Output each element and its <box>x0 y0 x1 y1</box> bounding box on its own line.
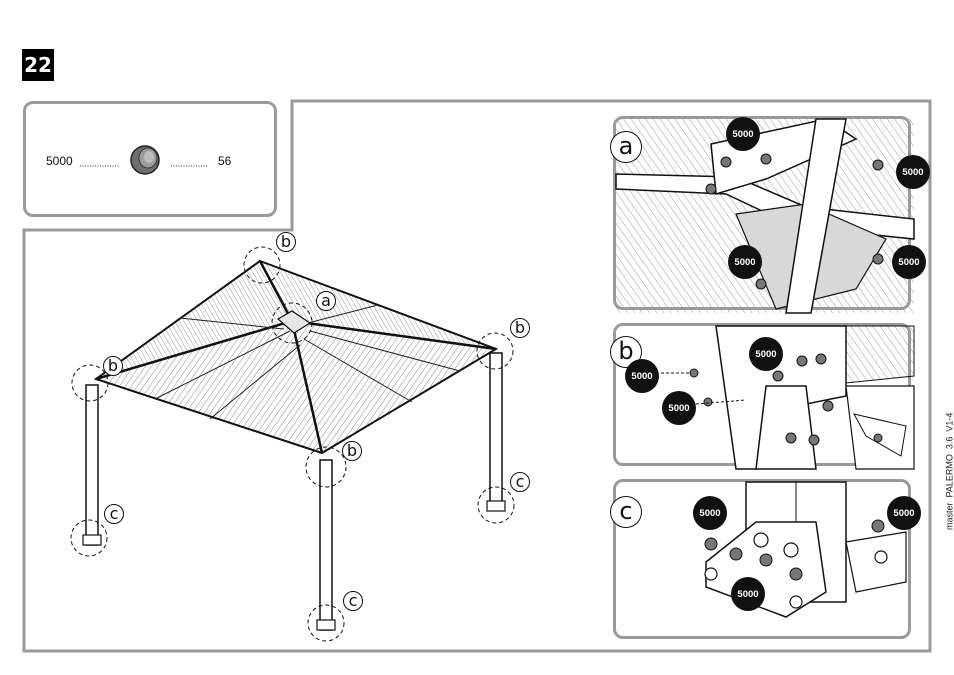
end-cap-icon <box>130 145 160 175</box>
callout-b-right: b <box>510 318 530 338</box>
document-code: master_PALERMO_3.6_V1-4 <box>944 412 954 530</box>
step-number: 22 <box>22 49 54 81</box>
callout-a: a <box>316 291 336 311</box>
detail-circle-c-left <box>70 519 108 557</box>
detail-circle-a <box>271 302 313 344</box>
detail-letter-b: b <box>610 336 642 368</box>
detail-panel-a: a 5000 5000 5000 5000 <box>610 116 930 314</box>
badge-a-4: 5000 <box>892 245 926 279</box>
badge-a-2: 5000 <box>896 155 930 189</box>
gazebo-illustration <box>70 246 515 642</box>
detail-panel-c: c 5000 5000 5000 <box>610 479 921 639</box>
badge-c-2: 5000 <box>887 496 921 530</box>
detail-panel-b: b 5000 5000 5000 <box>610 323 915 470</box>
badge-b-2: 5000 <box>749 337 783 371</box>
callout-c-left: c <box>104 504 124 524</box>
detail-circle-b-front <box>305 446 347 488</box>
detail-c-illustration <box>704 481 907 618</box>
callout-c-front: c <box>343 591 363 611</box>
parts-list-box: 5000 56 <box>23 101 277 217</box>
callout-b-front: b <box>342 441 362 461</box>
callout-b-top: b <box>276 232 296 252</box>
part-quantity: 56 <box>218 154 232 168</box>
badge-c-1: 5000 <box>693 496 727 530</box>
detail-a-illustration <box>615 118 915 314</box>
detail-circle-b-left <box>71 364 109 402</box>
detail-circle-c-front <box>307 604 345 642</box>
callout-b-left: b <box>103 356 123 376</box>
badge-a-1: 5000 <box>726 117 760 151</box>
badge-b-3: 5000 <box>662 391 696 425</box>
leader-dots-left <box>80 165 120 167</box>
detail-b-illustration <box>661 325 915 470</box>
callout-c-right: c <box>510 472 530 492</box>
detail-letter-a: a <box>610 131 642 163</box>
detail-letter-c: c <box>610 496 642 528</box>
detail-circle-b-right <box>476 332 514 370</box>
leader-dots-right <box>171 165 207 167</box>
badge-a-3: 5000 <box>728 245 762 279</box>
part-number-label: 5000 <box>46 154 73 168</box>
badge-b-1: 5000 <box>625 359 659 393</box>
detail-circle-c-right <box>477 486 515 524</box>
badge-c-3: 5000 <box>731 577 765 611</box>
detail-circle-b-top <box>243 246 281 284</box>
